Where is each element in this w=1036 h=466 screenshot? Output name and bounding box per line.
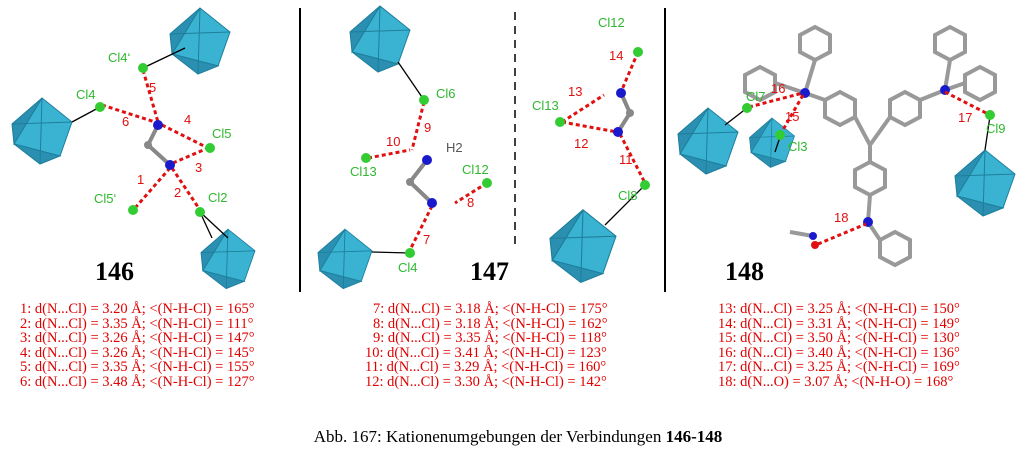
svg-text:17: 17 — [958, 110, 972, 125]
panel-148: Cl7 Cl3 Cl9 16 15 17 18 148 — [677, 24, 1016, 286]
contact-line: 12: d(N...Cl) = 3.30 Å; <(N-H-Cl) = 142° — [365, 373, 607, 390]
svg-text:Cl7: Cl7 — [746, 89, 766, 104]
svg-text:Cl3: Cl3 — [788, 139, 808, 154]
svg-text:16: 16 — [771, 81, 785, 96]
contact-line: 9: d(N...Cl) = 3.35 Å; <(N-H-Cl) = 118° — [373, 330, 607, 347]
octahedron — [11, 97, 73, 165]
svg-text:Cl4: Cl4 — [398, 260, 418, 275]
svg-text:Cl4‘: Cl4‘ — [108, 50, 131, 65]
contact-line: 17: d(N...Cl) = 3.25 Å; <(N-H-Cl) = 169° — [718, 359, 960, 376]
svg-text:Cl6: Cl6 — [436, 86, 456, 101]
svg-text:147: 147 — [470, 257, 509, 286]
svg-text:Cl13: Cl13 — [532, 98, 559, 113]
svg-text:Cl8: Cl8 — [618, 188, 638, 203]
svg-text:10: 10 — [386, 134, 400, 149]
contact-line: 3: d(N...Cl) = 3.26 Å; <(N-H-Cl) = 147° — [20, 330, 255, 347]
octahedron — [169, 7, 231, 75]
caption-compounds: 146-148 — [665, 427, 723, 446]
svg-text:9: 9 — [424, 120, 431, 135]
figure-caption: Abb. 167: Kationenumgebungen der Verbind… — [0, 427, 1036, 447]
contact-line: 7: d(N...Cl) = 3.18 Å; <(N-H-Cl) = 175° — [373, 301, 608, 317]
svg-text:1: 1 — [137, 172, 144, 187]
svg-text:7: 7 — [423, 232, 430, 247]
contact-line: 16: d(N...Cl) = 3.40 Å; <(N-H-Cl) = 136° — [718, 344, 960, 361]
contact-line: 18: d(N...O) = 3.07 Å; <(N-H-O) = 168° — [718, 373, 954, 390]
svg-text:Cl4: Cl4 — [76, 87, 96, 102]
contact-line: 11: d(N...Cl) = 3.29 Å; <(N-H-Cl) = 160° — [365, 359, 607, 376]
contact-line: 1: d(N...Cl) = 3.20 Å; <(N-H-Cl) = 165° — [20, 301, 255, 317]
svg-text:Cl5‘: Cl5‘ — [94, 191, 117, 206]
contact-line: 8: d(N...Cl) = 3.18 Å; <(N-H-Cl) = 162° — [373, 315, 608, 332]
svg-text:2: 2 — [174, 185, 181, 200]
svg-text:Cl2: Cl2 — [208, 190, 228, 205]
svg-text:13: 13 — [568, 84, 582, 99]
svg-text:Cl12: Cl12 — [598, 15, 625, 30]
svg-text:H2: H2 — [446, 140, 463, 155]
octahedron — [349, 5, 411, 73]
svg-text:11: 11 — [619, 152, 633, 167]
svg-text:Cl13: Cl13 — [350, 164, 377, 179]
svg-text:146: 146 — [95, 257, 134, 286]
contact-line: 14: d(N...Cl) = 3.31 Å; <(N-H-Cl) = 149° — [718, 315, 960, 332]
contact-line: 2: d(N...Cl) = 3.35 Å; <(N-H-Cl) = 111° — [20, 315, 254, 332]
svg-text:3: 3 — [195, 160, 202, 175]
octahedron — [549, 209, 617, 283]
svg-text:14: 14 — [609, 48, 623, 63]
svg-text:Cl12: Cl12 — [462, 162, 489, 177]
organic-cation — [743, 24, 997, 268]
contact-line: 13: d(N...Cl) = 3.25 Å; <(N-H-Cl) = 150° — [718, 301, 960, 317]
svg-text:15: 15 — [785, 109, 799, 124]
contacts-list-147: 7: d(N...Cl) = 3.18 Å; <(N-H-Cl) = 175° … — [365, 302, 608, 390]
octahedron — [317, 228, 373, 290]
svg-text:5: 5 — [149, 80, 156, 95]
svg-text:4: 4 — [184, 112, 191, 127]
structure-figure: Cl4‘ Cl4 Cl5 Cl5‘ Cl2 1 2 3 4 5 6 146 Cl… — [11, 5, 1016, 292]
contacts-list-148: 13: d(N...Cl) = 3.25 Å; <(N-H-Cl) = 150°… — [718, 302, 960, 390]
svg-text:148: 148 — [725, 257, 764, 286]
svg-text:8: 8 — [467, 195, 474, 210]
svg-text:Cl5: Cl5 — [212, 126, 232, 141]
octahedron — [954, 149, 1016, 217]
contact-line: 6: d(N...Cl) = 3.48 Å; <(N-H-Cl) = 127° — [20, 373, 255, 390]
caption-text: Abb. 167: Kationenumgebungen der Verbind… — [313, 427, 666, 446]
panel-146: Cl4‘ Cl4 Cl5 Cl5‘ Cl2 1 2 3 4 5 6 146 — [11, 7, 256, 290]
svg-text:18: 18 — [834, 210, 848, 225]
contact-line: 4: d(N...Cl) = 3.26 Å; <(N-H-Cl) = 145° — [20, 344, 255, 361]
svg-text:6: 6 — [122, 114, 129, 129]
panel-147: Cl6 H2 Cl13 Cl12 Cl4 7 8 9 10 147 Cl12 C… — [317, 5, 650, 290]
octahedron — [200, 228, 256, 290]
svg-text:Cl9: Cl9 — [986, 121, 1006, 136]
contact-line: 5: d(N...Cl) = 3.35 Å; <(N-H-Cl) = 155° — [20, 359, 255, 376]
octahedron — [677, 107, 739, 175]
contact-line: 10: d(N...Cl) = 3.41 Å; <(N-H-Cl) = 123° — [365, 344, 607, 361]
contact-line: 15: d(N...Cl) = 3.50 Å; <(N-H-Cl) = 130° — [718, 330, 960, 347]
contacts-list-146: 1: d(N...Cl) = 3.20 Å; <(N-H-Cl) = 165° … — [20, 302, 255, 390]
svg-text:12: 12 — [574, 136, 588, 151]
